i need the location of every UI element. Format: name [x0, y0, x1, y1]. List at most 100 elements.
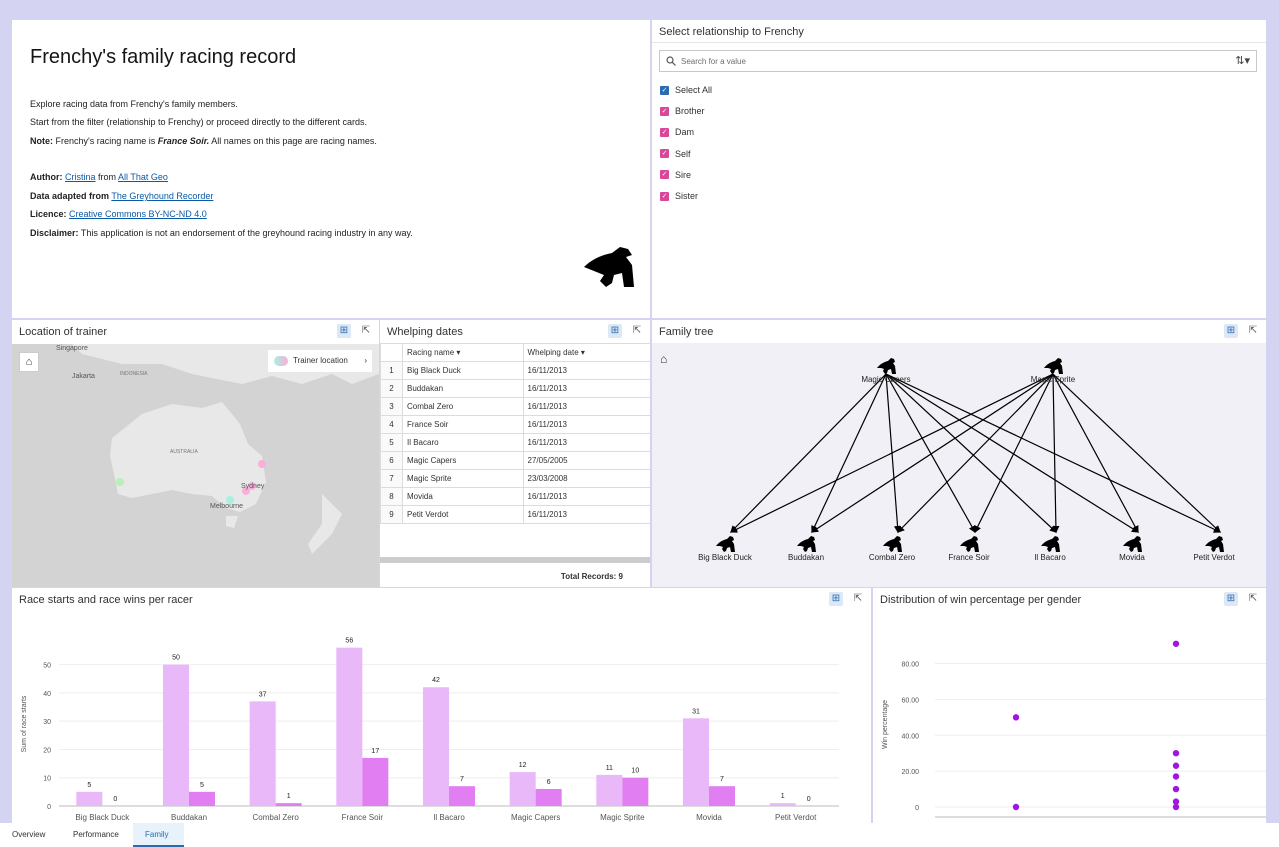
author-line: Author: Cristina from All That Geo [30, 172, 168, 182]
filter-panel: Select relationship to Frenchy Search fo… [652, 20, 1266, 318]
bar-value-label: 5 [200, 782, 204, 789]
filter-option-1[interactable]: ✓Dam [660, 127, 695, 138]
filter-by-selection-icon[interactable]: ⊞ [1224, 324, 1238, 338]
bar-value-label: 0 [113, 796, 117, 803]
greyhound-node-icon[interactable] [883, 536, 902, 552]
maximize-icon[interactable]: ⇱ [632, 325, 642, 336]
scatter-point[interactable] [1172, 762, 1180, 769]
column-header[interactable]: Racing name ▾ [402, 343, 524, 362]
column-header[interactable]: Whelping date ▾ [522, 343, 650, 362]
bar[interactable] [622, 777, 649, 806]
scatter-point[interactable] [1172, 785, 1180, 793]
scatter-point[interactable] [1012, 803, 1020, 811]
filter-option-0[interactable]: ✓Brother [660, 106, 705, 116]
tab-family[interactable]: Family [133, 823, 184, 847]
filter-option-2[interactable]: ✓Self [660, 148, 691, 159]
filter-by-selection-icon[interactable]: ⊞ [337, 324, 351, 338]
map-label: AUSTRALIA [170, 449, 198, 455]
scatter-point[interactable] [1172, 749, 1180, 757]
bar[interactable] [249, 701, 276, 806]
filter-option-4[interactable]: ✓Sister [660, 191, 699, 202]
sort-icon[interactable]: ⇅▾ [1235, 55, 1250, 67]
filter-by-selection-icon[interactable]: ⊞ [608, 324, 622, 338]
filter-option-3[interactable]: ✓Sire [660, 169, 692, 180]
bar[interactable] [76, 791, 103, 806]
author-link[interactable]: Cristina [65, 172, 96, 182]
row-number: 1 [380, 361, 403, 380]
bar-value-label: 17 [371, 748, 379, 755]
bar[interactable] [535, 789, 562, 806]
y-tick-label: 30 [43, 719, 51, 726]
row-number: 8 [380, 487, 403, 506]
bar-value-label: 0 [807, 796, 811, 803]
greyhound-node-icon[interactable] [716, 536, 735, 552]
maximize-icon[interactable]: ⇱ [853, 593, 863, 604]
map-canvas[interactable]: Singapore Jakarta INDONESIA AUSTRALIA Sy… [12, 344, 379, 587]
greyhound-node-icon[interactable] [960, 536, 979, 552]
table-scrollbar[interactable] [380, 557, 650, 563]
bar[interactable] [362, 757, 389, 806]
bar-value-label: 1 [287, 793, 291, 800]
y-tick-label: 10 [43, 776, 51, 783]
greyhound-node-icon[interactable] [1123, 536, 1142, 552]
map-panel: Location of trainer ⊞ ⇱ Singapore Jakart… [12, 320, 379, 587]
tab-performance[interactable]: Performance [73, 830, 119, 839]
bar[interactable] [683, 718, 709, 806]
greyhound-node-icon[interactable] [1041, 536, 1060, 552]
whelping-date-cell: 23/03/2008 [522, 469, 650, 488]
tree-edge [1052, 373, 1060, 534]
scatter-point[interactable] [1172, 798, 1180, 805]
bar[interactable] [189, 791, 215, 806]
intro-line2: Start from the filter (relationship to F… [30, 117, 367, 127]
legend-swatch-icon [274, 356, 288, 366]
home-button[interactable]: ⌂ [19, 352, 39, 372]
table-panel: Whelping dates ⊞ ⇱ Racing name ▾ Whelpin… [380, 320, 650, 587]
check-icon: ✓ [660, 170, 669, 180]
whelping-date-cell: 27/05/2005 [522, 451, 650, 470]
data-source-link[interactable]: The Greyhound Recorder [111, 191, 214, 201]
bar[interactable] [163, 664, 189, 806]
greyhound-node-icon[interactable] [1205, 536, 1224, 552]
select-all-checkbox[interactable]: ✓Select All [660, 85, 713, 95]
greyhound-node-icon[interactable] [877, 358, 896, 374]
bar[interactable] [709, 786, 735, 806]
home-icon[interactable]: ⌂ [660, 352, 668, 366]
maximize-icon[interactable]: ⇱ [361, 325, 371, 336]
bar[interactable] [423, 687, 449, 806]
filter-by-selection-icon[interactable]: ⊞ [1224, 592, 1238, 606]
search-input[interactable]: Search for a value ⇅▾ [659, 50, 1257, 72]
bar[interactable] [275, 803, 302, 806]
bar[interactable] [449, 786, 475, 806]
map-legend[interactable]: Trainer location › [268, 350, 372, 372]
maximize-icon[interactable]: ⇱ [1248, 325, 1258, 336]
bar-value-label: 12 [519, 762, 527, 769]
tab-overview[interactable]: Overview [12, 830, 46, 839]
x-tick-label: Petit Verdot [775, 813, 817, 822]
scatter-point[interactable] [1172, 640, 1180, 647]
bar[interactable] [509, 772, 536, 806]
filter-by-selection-icon[interactable]: ⊞ [829, 592, 843, 606]
bar[interactable] [769, 803, 796, 806]
bar[interactable] [336, 647, 363, 806]
licence-link[interactable]: Creative Commons BY-NC-ND 4.0 [69, 209, 207, 219]
scatter-point[interactable] [1172, 803, 1180, 811]
greyhound-node-icon[interactable] [1044, 358, 1063, 374]
bar[interactable] [596, 774, 623, 806]
maximize-icon[interactable]: ⇱ [1248, 593, 1258, 604]
greyhound-node-icon[interactable] [797, 536, 816, 552]
scatter-point[interactable] [1172, 773, 1180, 780]
site-link[interactable]: All That Geo [118, 172, 168, 182]
scatter-point[interactable] [1012, 714, 1020, 721]
